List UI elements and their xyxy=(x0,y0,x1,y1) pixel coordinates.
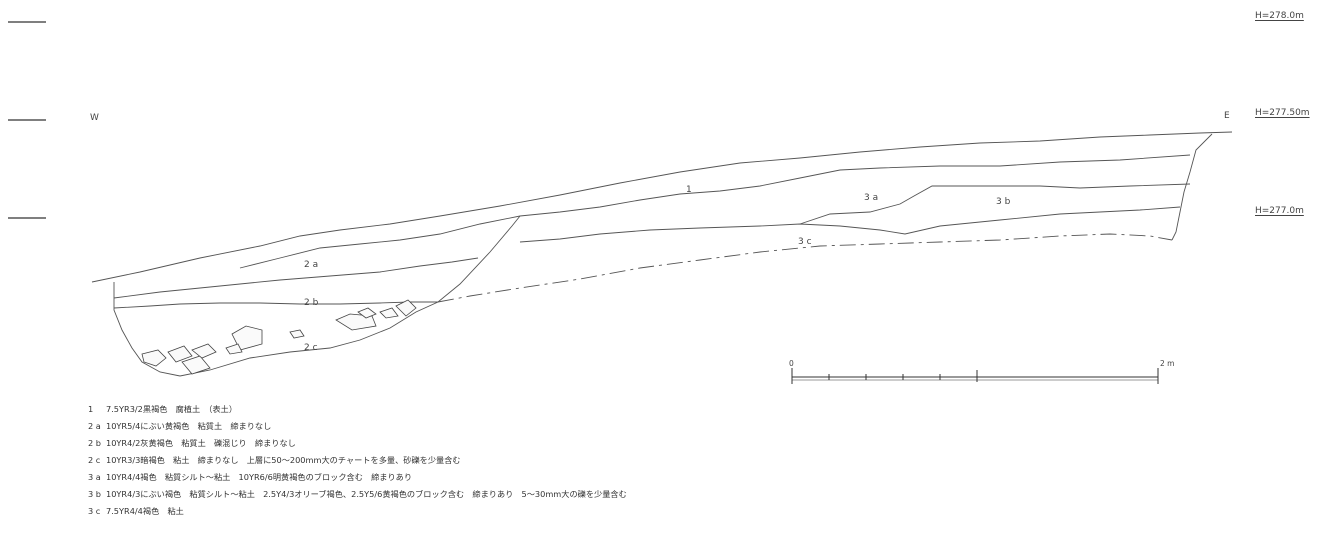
stone xyxy=(141,349,167,367)
legend-row-2a: 2 a 10YR5/4にぶい黄褐色 粘質土 締まりなし xyxy=(88,420,271,432)
label-east: E xyxy=(1224,111,1230,121)
legend-id: 2 a xyxy=(88,421,101,431)
legend-text: 10YR3/3暗褐色 粘土 締まりなし 上層に50～200mm大のチャートを多量… xyxy=(106,455,461,465)
pit-left-wall xyxy=(113,282,181,377)
legend-text: 10YR4/3にぶい褐色 粘質シルト～粘土 2.5Y4/3オリーブ褐色、2.5Y… xyxy=(106,489,627,499)
layer-label-1: 1 xyxy=(686,185,692,195)
stone xyxy=(181,355,211,375)
label-west: W xyxy=(90,113,99,123)
legend-row-1: 1 7.5YR3/2黒褐色 腐植土 （表土） xyxy=(88,403,237,415)
legend-text: 7.5YR3/2黒褐色 腐植土 （表土） xyxy=(106,404,238,414)
layer-label-3b: 3 b xyxy=(996,197,1011,207)
boundary-3-upper-3c xyxy=(519,206,1181,243)
layer-label-2c: 2 c xyxy=(304,343,318,353)
legend-text: 10YR5/4にぶい黄褐色 粘質土 締まりなし xyxy=(106,421,272,431)
legend-id: 2 b xyxy=(88,438,102,448)
stone xyxy=(289,329,305,339)
legend-id: 3 a xyxy=(88,472,101,482)
legend-text: 10YR4/4褐色 粘質シルト～粘土 10YR6/6明黄褐色のブロック含む 締ま… xyxy=(106,472,413,482)
scale-label-end: 2 m xyxy=(1160,359,1174,368)
scale-label-start: 0 xyxy=(789,359,794,368)
boundary-2a-2b xyxy=(113,257,479,299)
legend-id: 2 c xyxy=(88,455,101,465)
section-right-wall xyxy=(1171,133,1213,241)
legend-id: 3 c xyxy=(88,506,101,516)
legend-id: 1 xyxy=(88,404,94,414)
boundary-layer1-base xyxy=(239,154,1191,269)
legend-row-3b: 3 b 10YR4/3にぶい褐色 粘質シルト～粘土 2.5Y4/3オリーブ褐色、2… xyxy=(88,488,627,500)
stone xyxy=(167,345,193,363)
pit-bottom xyxy=(179,215,521,377)
legend-row-3a: 3 a 10YR4/4褐色 粘質シルト～粘土 10YR6/6明黄褐色のブロック含む… xyxy=(88,471,412,483)
stone xyxy=(379,307,399,319)
legend-row-3c: 3 c 7.5YR4/4褐色 粘土 xyxy=(88,505,184,517)
stone xyxy=(357,307,377,319)
elevation-label-278: H=278.0m xyxy=(1255,11,1304,21)
scale-bar xyxy=(791,368,1159,384)
boundary-2b-2c xyxy=(113,301,438,309)
ground-surface-line xyxy=(91,131,1233,283)
elevation-label-277: H=277.0m xyxy=(1255,206,1304,216)
stone xyxy=(225,343,243,355)
layer-label-3c: 3 c xyxy=(798,237,812,247)
legend-row-2c: 2 c 10YR3/3暗褐色 粘土 締まりなし 上層に50～200mm大のチャート… xyxy=(88,454,461,466)
stones xyxy=(141,299,417,375)
legend-row-2b: 2 b 10YR4/2灰黄褐色 粘質土 礫混じり 締まりなし xyxy=(88,437,296,449)
layer-label-2a: 2 a xyxy=(304,260,318,270)
boundary-3a-3b xyxy=(799,183,1191,225)
legend-text: 10YR4/2灰黄褐色 粘質土 礫混じり 締まりなし xyxy=(106,438,296,448)
legend-text: 7.5YR4/4褐色 粘土 xyxy=(106,506,184,516)
stone xyxy=(395,299,417,317)
elevation-ticks xyxy=(8,21,46,219)
stone xyxy=(191,343,217,359)
boundary-3c-base-dashed xyxy=(437,233,1173,303)
layer-label-2b: 2 b xyxy=(304,298,319,308)
layer-label-3a: 3 a xyxy=(864,193,878,203)
legend-id: 3 b xyxy=(88,489,102,499)
elevation-label-277-50: H=277.50m xyxy=(1255,108,1310,118)
